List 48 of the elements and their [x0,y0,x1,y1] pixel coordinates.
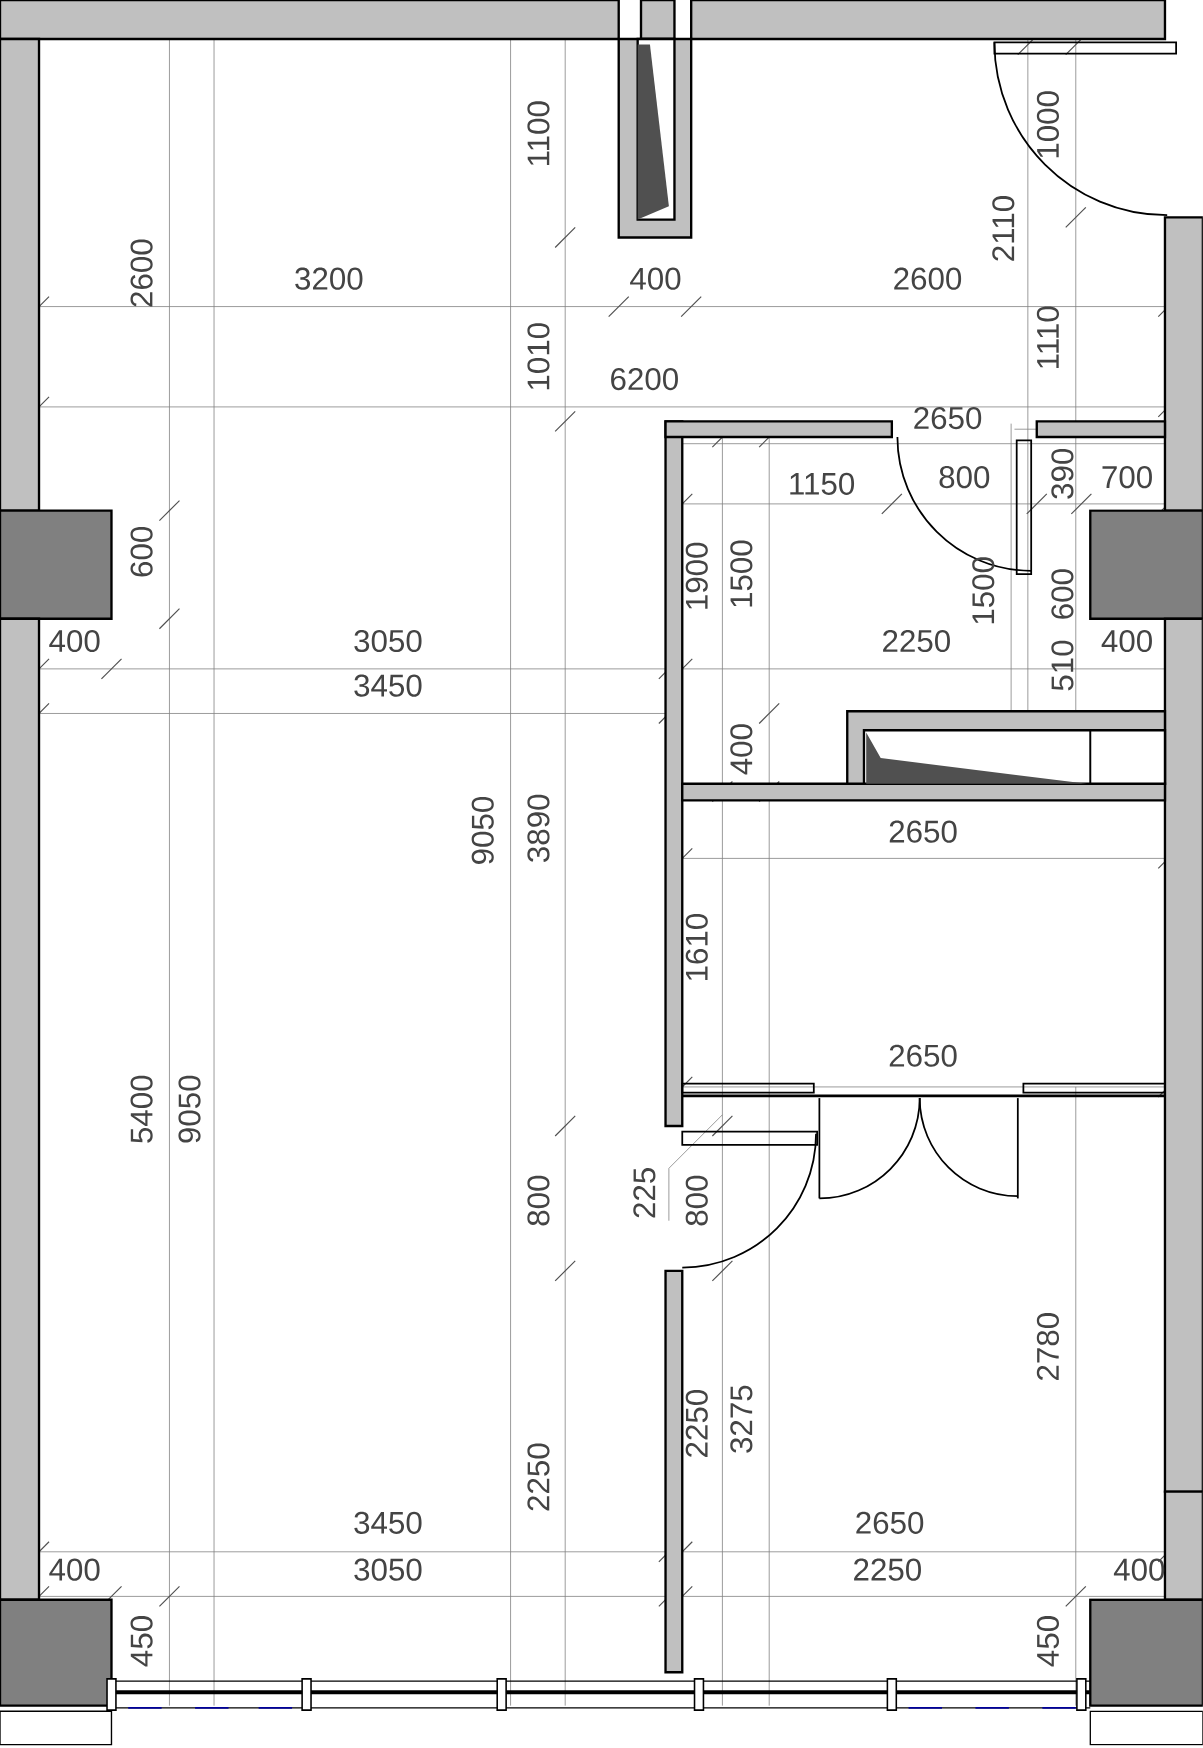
dimension-label: 6200 [611,367,678,391]
dimension-label: 400 [49,629,100,653]
dimension-label: 2650 [914,406,982,430]
dimension-label: 450 [1036,1616,1060,1667]
dimension-label: 1900 [685,542,708,609]
dimension-label: 1150 [790,472,855,495]
dimension-label: 3050 [354,629,422,653]
dimension-label: 400 [630,267,681,290]
dimension-label: 3275 [730,1385,753,1453]
dimension-label: 600 [1051,569,1074,619]
dimension-label: 2250 [685,1390,708,1457]
dimension-label: 1500 [730,540,753,607]
dimension-label: 9050 [178,1075,201,1143]
dimension-label: 700 [1102,466,1152,489]
dimension-label: 600 [130,526,153,577]
dimension-label: 1500 [972,557,995,624]
dimension-label: 3200 [295,267,363,290]
dimension-label: 2650 [889,1044,957,1067]
dimension-label: 400 [1101,629,1152,653]
dimension-label: 1110 [1036,306,1060,368]
dimension-label: 1610 [685,914,708,981]
dimension-label: 800 [939,466,990,489]
dimension-label: 800 [685,1175,708,1226]
dimension-label: 3450 [354,1511,422,1534]
dimension-label: 2600 [130,239,153,307]
dimension-label: 2250 [883,629,951,653]
dimension-label: 1000 [1036,91,1060,158]
dimension-label: 9050 [471,796,494,864]
dimension-label: 2650 [856,1511,924,1534]
dimension-label: 400 [49,1558,100,1581]
dimension-label: 1100 [527,101,550,166]
dimension-label: 2600 [894,267,962,290]
dimension-label: 2650 [889,820,957,843]
dimension-label: 450 [130,1616,153,1667]
dimension-label: 3050 [354,1558,422,1581]
dimension-label: 2250 [854,1558,922,1581]
dimension-label: 2110 [992,196,1015,261]
dimension-label: 2250 [527,1443,550,1511]
dimension-label: 800 [527,1175,550,1226]
dimension-label: 2780 [1036,1313,1060,1380]
dimension-label: 225 [633,1168,656,1218]
dimension-label: 5400 [130,1075,153,1143]
dimension-label: 390 [1051,448,1074,499]
dimension-label: 1010 [527,323,550,390]
dimension-label: 3890 [527,794,550,862]
dimension-label: 510 [1051,640,1074,691]
dimension-label: 400 [730,724,753,775]
dimension-label: 3450 [354,674,422,697]
